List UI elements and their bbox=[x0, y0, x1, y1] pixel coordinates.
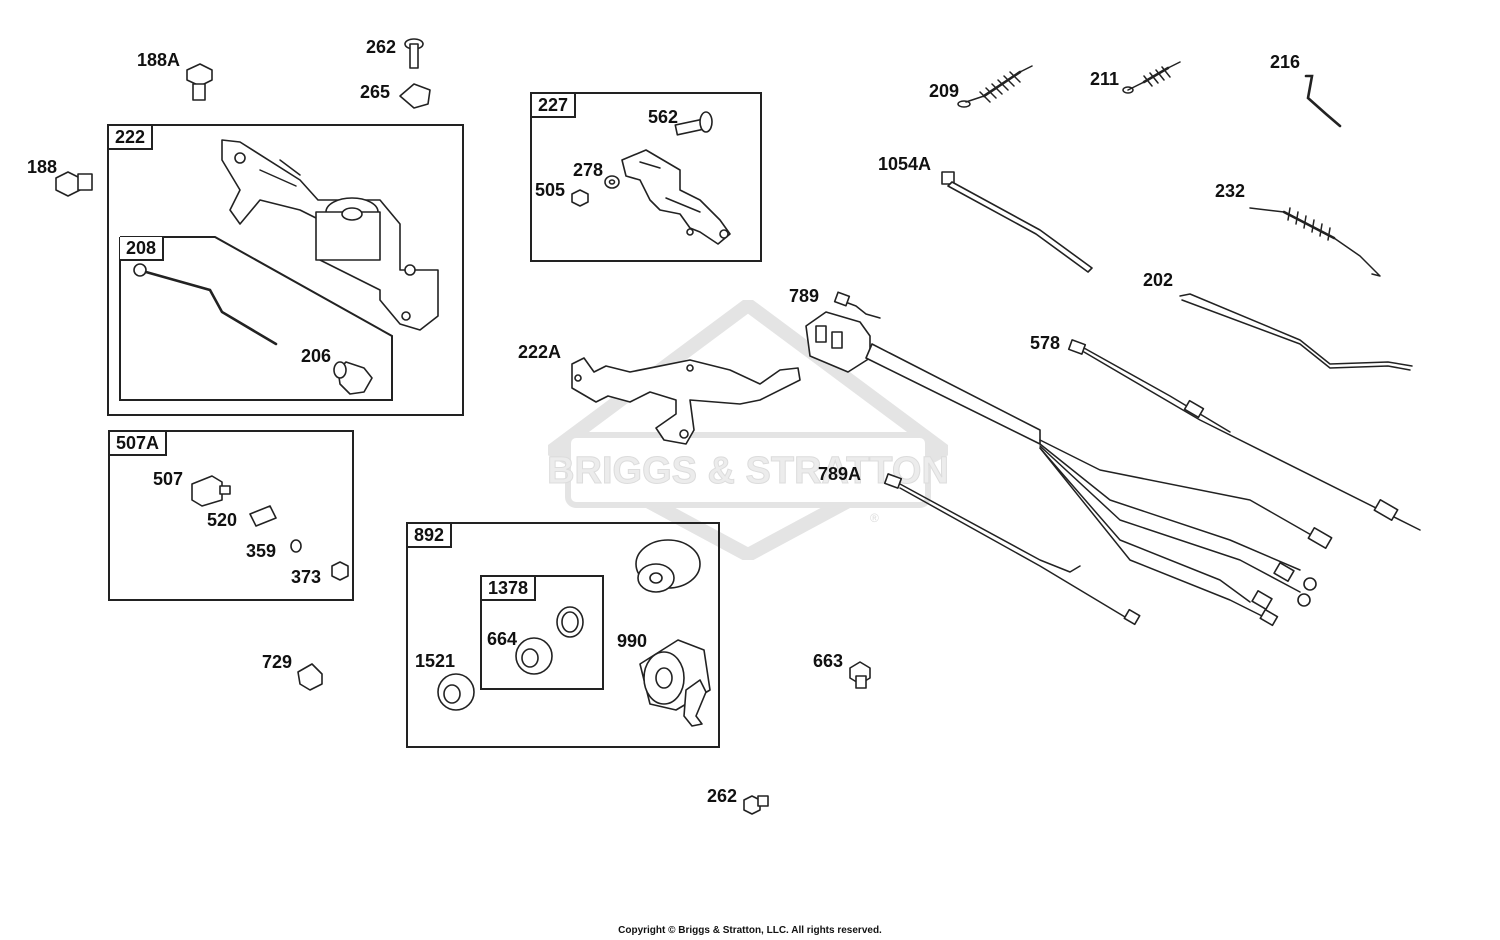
cable-tie-1054a-drawing bbox=[941, 171, 1093, 273]
watermark-registered: ® bbox=[870, 511, 879, 525]
part-label-232: 232 bbox=[1215, 181, 1246, 201]
switch-507-drawing bbox=[191, 475, 231, 507]
part-label-278: 278 bbox=[573, 160, 604, 180]
rod-216-drawing bbox=[1304, 74, 1342, 128]
spring-211-drawing bbox=[1122, 61, 1181, 94]
spring-209-drawing bbox=[957, 65, 1033, 108]
rod-202-drawing bbox=[1179, 293, 1413, 371]
bolt-262-bottom-drawing bbox=[743, 795, 769, 815]
assembly-label-227: 227 bbox=[532, 94, 577, 118]
clip-729-drawing bbox=[297, 663, 323, 691]
part-label-664: 664 bbox=[487, 629, 518, 649]
nut-373-drawing bbox=[331, 561, 349, 581]
part-label-209: 209 bbox=[929, 81, 960, 101]
copyright-notice: Copyright © Briggs & Stratton, LLC. All … bbox=[618, 925, 882, 936]
assembly-box-892: 892 bbox=[406, 522, 720, 748]
washer-359-drawing bbox=[290, 539, 302, 553]
bolt-188a-drawing bbox=[186, 63, 213, 101]
part-label-990: 990 bbox=[617, 631, 648, 651]
assembly-box-222: 222 bbox=[107, 124, 464, 416]
washer-278-drawing bbox=[604, 175, 620, 189]
part-label-188: 188 bbox=[27, 157, 58, 177]
part-label-211: 211 bbox=[1090, 69, 1120, 89]
part-label-265: 265 bbox=[360, 82, 391, 102]
harness-789-drawing bbox=[805, 291, 1333, 627]
part-label-505: 505 bbox=[535, 180, 566, 200]
assembly-label-1378: 1378 bbox=[482, 577, 537, 601]
knob-206-drawing bbox=[333, 361, 373, 395]
bracket-222-drawing bbox=[221, 139, 439, 331]
part-label-1521: 1521 bbox=[415, 651, 456, 671]
switch-990-lower-drawing bbox=[639, 639, 711, 727]
part-label-663: 663 bbox=[813, 651, 844, 671]
part-label-202: 202 bbox=[1143, 270, 1174, 290]
nut-664-drawing bbox=[515, 637, 553, 675]
wire-578-drawing bbox=[1067, 339, 1421, 531]
bolt-562-drawing bbox=[674, 111, 713, 136]
wire-789a-drawing bbox=[883, 473, 1141, 626]
switch-990-upper-drawing bbox=[635, 539, 701, 593]
assembly-label-892: 892 bbox=[408, 524, 453, 548]
assembly-label-208: 208 bbox=[120, 237, 165, 261]
part-label-222a: 222A bbox=[518, 342, 562, 362]
part-label-188a: 188A bbox=[137, 50, 181, 70]
assembly-box-227: 227 bbox=[530, 92, 762, 262]
bolt-663-drawing bbox=[849, 661, 871, 689]
brand-watermark: BRIGGS & STRATTON ® bbox=[548, 300, 948, 560]
part-label-373: 373 bbox=[291, 567, 322, 587]
part-label-729: 729 bbox=[262, 652, 293, 672]
ring-664-drawing bbox=[556, 606, 584, 638]
spring-232-drawing bbox=[1249, 207, 1381, 277]
part-label-507: 507 bbox=[153, 469, 184, 489]
part-label-262-top: 262 bbox=[366, 37, 397, 57]
rod-208-drawing bbox=[133, 263, 278, 346]
bolt-262-top-drawing bbox=[404, 38, 424, 69]
part-label-1054a: 1054A bbox=[878, 154, 932, 174]
part-label-359: 359 bbox=[246, 541, 277, 561]
plate-520-drawing bbox=[249, 505, 277, 527]
nut-188-drawing bbox=[55, 171, 93, 197]
part-label-578: 578 bbox=[1030, 333, 1061, 353]
watermark-text: BRIGGS & STRATTON bbox=[548, 450, 948, 492]
assembly-box-1378: 1378 bbox=[480, 575, 604, 690]
bracket-222a-drawing bbox=[571, 357, 801, 445]
part-label-520: 520 bbox=[207, 510, 238, 530]
part-label-206: 206 bbox=[301, 346, 332, 366]
nut-505-drawing bbox=[571, 189, 589, 207]
clip-265-drawing bbox=[399, 83, 431, 109]
assembly-label-222: 222 bbox=[109, 126, 154, 150]
part-label-789a: 789A bbox=[818, 464, 862, 484]
bushing-1521-drawing bbox=[437, 673, 475, 711]
part-label-262-bottom: 262 bbox=[707, 786, 738, 806]
part-label-216: 216 bbox=[1270, 52, 1301, 72]
bracket-227-drawing bbox=[621, 149, 731, 245]
assembly-label-507a: 507A bbox=[110, 432, 168, 456]
part-label-562: 562 bbox=[648, 107, 679, 127]
assembly-box-208 bbox=[119, 236, 393, 401]
assembly-box-507a: 507A bbox=[108, 430, 354, 601]
part-label-789: 789 bbox=[789, 286, 820, 306]
